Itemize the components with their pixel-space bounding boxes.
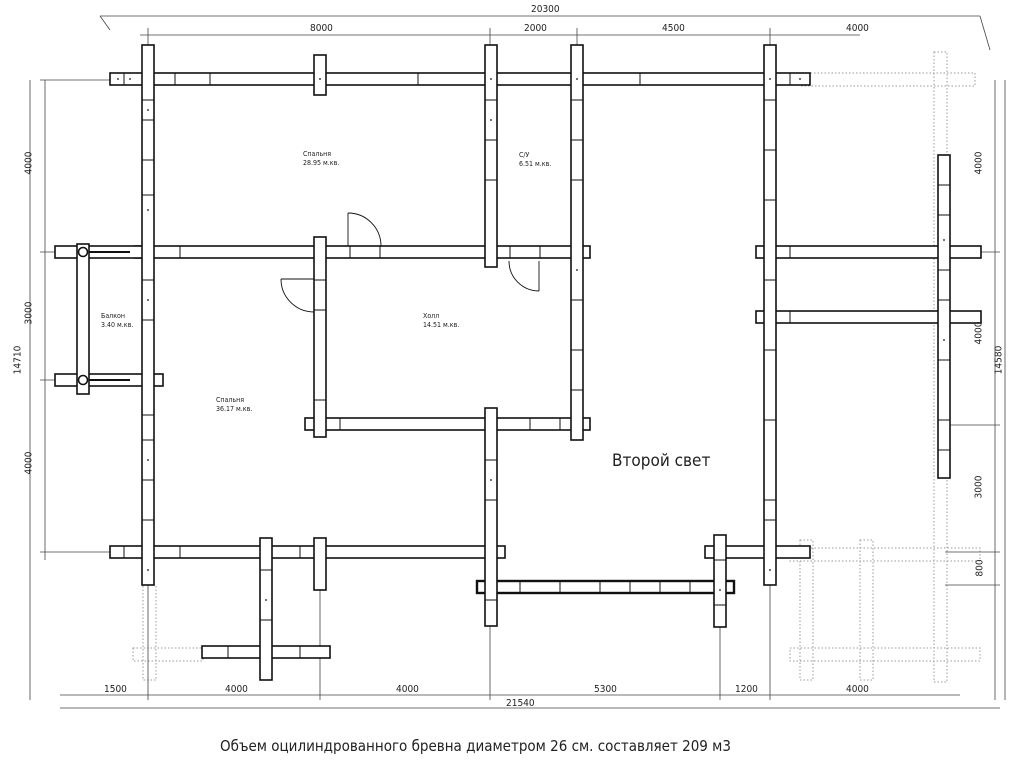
dim-top-total: 20300 [531, 4, 560, 15]
wall-hall-lower [484, 407, 498, 627]
wall-hall-bottom [304, 417, 591, 431]
dim-top-2: 2000 [524, 23, 547, 34]
room-hall: Холл 14.51 м.кв. [423, 312, 459, 330]
room-balcony-area: 3.40 м.кв. [101, 321, 134, 329]
dim-bottom-2: 4000 [225, 684, 248, 695]
room-bathroom: С/У 6.51 м.кв. [519, 151, 551, 169]
dim-left-3: 4000 [23, 451, 35, 475]
post-bay-right [713, 534, 727, 628]
room-hall-name: Холл [423, 312, 440, 320]
dim-left-total: 14710 [12, 345, 24, 375]
dim-right-4: 800 [974, 559, 986, 577]
dim-top-1: 8000 [310, 23, 333, 34]
wall-bath-right [570, 44, 584, 441]
wall-right-2 [755, 310, 982, 324]
wall-mid-left [134, 245, 591, 259]
dim-bottom-5: 1200 [735, 684, 758, 695]
dowel-marks [117, 78, 945, 601]
dim-right-2: 4000 [973, 321, 985, 345]
dim-bottom-1: 1500 [104, 684, 127, 695]
lower-floor-ghost [132, 51, 981, 683]
dim-right-total: 14580 [993, 345, 1005, 375]
wall-hall-left [313, 236, 327, 438]
balcony-posts [77, 246, 130, 386]
wall-bottom-left [109, 545, 506, 559]
room-bathroom-name: С/У [519, 151, 530, 159]
dim-bottom-4: 5300 [594, 684, 617, 695]
dim-bottom-3: 4000 [396, 684, 419, 695]
dim-bottom-6: 4000 [846, 684, 869, 695]
log-walls [54, 44, 982, 681]
footer-note: Объем оцилиндрованного бревна диаметром … [220, 737, 731, 755]
post-bottom-2 [313, 537, 327, 591]
room-balcony: Балкон 3.40 м.кв. [101, 312, 133, 330]
second-light-label: Второй свет [612, 451, 711, 471]
room-balcony-name: Балкон [101, 312, 125, 320]
wall-right [763, 44, 777, 586]
dim-left-1: 4000 [23, 151, 35, 175]
wall-lower-bay [475, 579, 736, 595]
dim-top-4: 4000 [846, 23, 869, 34]
room-bedroom-1: Спальня 28.95 м.кв. [303, 150, 339, 168]
post-top-mid [313, 54, 327, 96]
dim-right-1: 4000 [973, 151, 985, 175]
wall-mid-right [755, 245, 982, 259]
dim-bottom-total: 21540 [506, 698, 535, 709]
post-bottom-1 [259, 537, 273, 681]
wall-top [109, 72, 811, 86]
dim-top-3: 4500 [662, 23, 685, 34]
wall-balcony-left [76, 243, 90, 395]
room-bedroom-1-name: Спальня [303, 150, 332, 158]
wall-bottom-right [704, 545, 811, 559]
room-bedroom-1-area: 28.95 м.кв. [303, 159, 340, 167]
room-bedroom-2: Спальня 36.17 м.кв. [216, 396, 252, 414]
room-bedroom-2-name: Спальня [216, 396, 245, 404]
door-swings [280, 212, 540, 313]
dim-right-3: 3000 [973, 475, 985, 499]
room-hall-area: 14.51 м.кв. [423, 321, 460, 329]
room-bedroom-2-area: 36.17 м.кв. [216, 405, 253, 413]
dimension-lines [29, 15, 1006, 709]
log-joints [123, 73, 950, 658]
room-bathroom-area: 6.51 м.кв. [519, 160, 552, 168]
dim-left-2: 3000 [23, 301, 35, 325]
wall-far-right [937, 154, 951, 479]
wall-left [141, 44, 155, 586]
